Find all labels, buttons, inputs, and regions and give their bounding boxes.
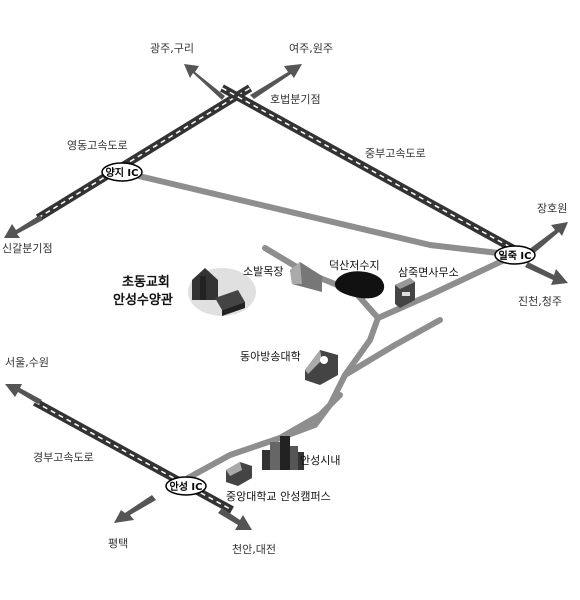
label-seoul-suwon: 서울,수원 bbox=[5, 356, 49, 369]
label-chungang-university: 중앙대학교 안성캠퍼스 bbox=[226, 490, 331, 503]
label-anseong-retreat: 안성수양관 bbox=[113, 292, 173, 308]
label-samjuk-office: 삼죽면사무소 bbox=[398, 266, 459, 279]
arrow-jincheon bbox=[525, 262, 568, 285]
highway-jungbu bbox=[220, 84, 532, 262]
office-building-icon bbox=[395, 278, 415, 308]
arrow-pyeongtaek bbox=[114, 495, 156, 523]
yangji-ic-marker bbox=[101, 162, 143, 182]
road-yangji-to-iljuk bbox=[119, 169, 518, 258]
road-dongah-branch bbox=[342, 317, 443, 378]
label-jungbu-highway: 중부고속도로 bbox=[365, 147, 426, 160]
label-anseong-downtown: 안성시내 bbox=[300, 454, 340, 467]
label-pyeongtaek: 평택 bbox=[108, 537, 128, 550]
road-anseong-downtown bbox=[277, 392, 343, 441]
road-sobal-branch bbox=[262, 245, 381, 321]
arrow-gwangju-guri bbox=[184, 64, 225, 100]
iljuk-ic-marker bbox=[494, 245, 536, 265]
ranch-house-icon bbox=[290, 262, 322, 292]
label-dongah-college: 동아방송대학 bbox=[240, 350, 301, 363]
arrow-singal bbox=[4, 215, 43, 238]
label-iljuk-ic: 일죽 IC bbox=[499, 249, 532, 262]
church-icon bbox=[192, 268, 218, 300]
highway-yeongdong bbox=[35, 84, 253, 222]
label-singal-junction: 신갈분기점 bbox=[2, 241, 53, 255]
label-deoksan-reservoir: 덕산저수지 bbox=[329, 259, 380, 272]
label-yangji-ic: 양지 IC bbox=[106, 166, 139, 179]
arrow-janghowon bbox=[528, 222, 568, 255]
label-chodong-church: 초동교회 bbox=[122, 274, 170, 290]
label-anseong-ic: 안성 IC bbox=[170, 480, 203, 493]
road-iljuk-to-anseong bbox=[185, 252, 518, 481]
arrow-seoul-suwon bbox=[5, 384, 42, 404]
label-cheonan-daejeon: 천안,대전 bbox=[232, 542, 276, 556]
label-janghowon: 장호원 bbox=[537, 202, 567, 215]
label-gwangju-guri: 광주,구리 bbox=[150, 42, 194, 55]
interchange-markers bbox=[101, 162, 536, 496]
landmark-graphics bbox=[188, 262, 415, 486]
retreat-building-icon bbox=[215, 290, 245, 316]
downtown-buildings-icon bbox=[262, 436, 304, 470]
label-yeongdong-highway: 영동고속도로 bbox=[67, 139, 128, 152]
direction-arrows bbox=[4, 64, 568, 530]
label-gyeongbu-highway: 경부고속도로 bbox=[33, 451, 94, 464]
college-building-icon bbox=[305, 350, 338, 385]
arrow-yeoju-wonju bbox=[250, 64, 302, 99]
anseong-ic-marker bbox=[165, 476, 207, 496]
university-building-icon bbox=[226, 462, 252, 486]
local-roads bbox=[119, 169, 518, 481]
label-sobal-ranch: 소발목장 bbox=[243, 265, 283, 278]
label-jincheon-cheongju: 진천,청주 bbox=[518, 294, 562, 308]
label-hobeop-junction: 호법분기점 bbox=[270, 93, 321, 106]
reservoir-icon bbox=[334, 271, 385, 299]
label-yeoju-wonju: 여주,원주 bbox=[289, 42, 333, 55]
arrow-cheonan bbox=[218, 508, 252, 530]
